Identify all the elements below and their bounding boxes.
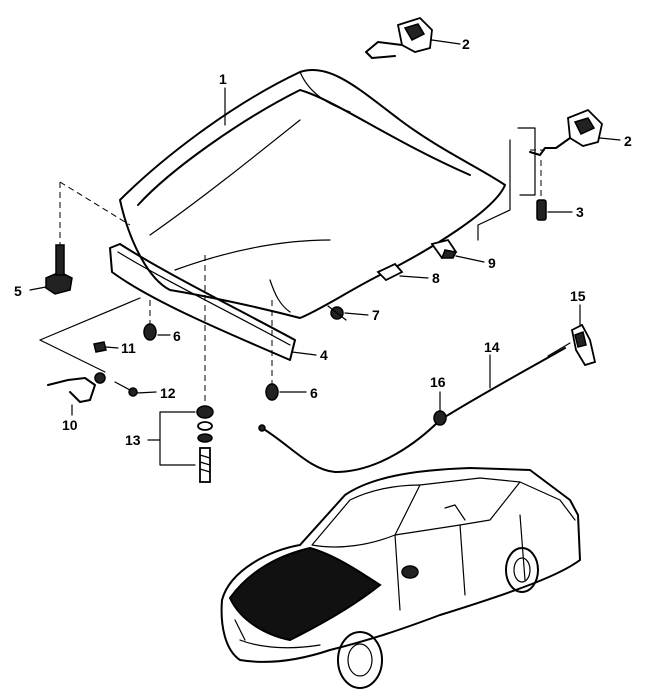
callout-13: 13 [125, 432, 141, 448]
callout-4: 4 [320, 347, 328, 363]
callout-16: 16 [430, 374, 446, 390]
hinge-bracket-guide [477, 127, 545, 241]
grommet-lower [265, 300, 279, 401]
hood-bumper-pad [430, 238, 458, 260]
callout-10: 10 [62, 417, 78, 433]
callout-7: 7 [372, 307, 380, 323]
car-illustration [220, 467, 581, 689]
hood-hinge-upper [365, 16, 433, 59]
callout-8: 8 [432, 270, 440, 286]
callout-6-lower: 6 [310, 385, 318, 401]
cable-grommet [433, 410, 447, 426]
hinge-bolt [536, 160, 547, 221]
leader-lines [29, 39, 621, 441]
callout-15: 15 [570, 288, 586, 304]
callout-11: 11 [121, 340, 136, 356]
callout-12: 12 [160, 385, 176, 401]
hood-stop-bumper [327, 305, 347, 321]
grommet-upper [143, 300, 157, 341]
hood-hinge-right [529, 108, 603, 156]
striker-screw [114, 381, 138, 397]
hood-release-cable [258, 342, 571, 473]
callout-14: 14 [484, 339, 500, 355]
hood-latch [45, 181, 131, 295]
hood-weatherstrip [109, 243, 296, 361]
callout-1: 1 [219, 71, 227, 87]
callout-5: 5 [14, 283, 22, 299]
callout-2-upper: 2 [462, 36, 470, 52]
hood-panel [119, 69, 506, 319]
hood-striker [39, 297, 141, 403]
callout-6-upper: 6 [173, 328, 181, 344]
callout-9: 9 [488, 255, 496, 271]
hood-release-handle [570, 323, 597, 367]
striker-clip [93, 341, 107, 353]
callout-2-right: 2 [624, 133, 632, 149]
support-rod-bolt-set [159, 255, 214, 483]
callout-3: 3 [576, 204, 584, 220]
hood-insulator-clip [376, 262, 404, 282]
